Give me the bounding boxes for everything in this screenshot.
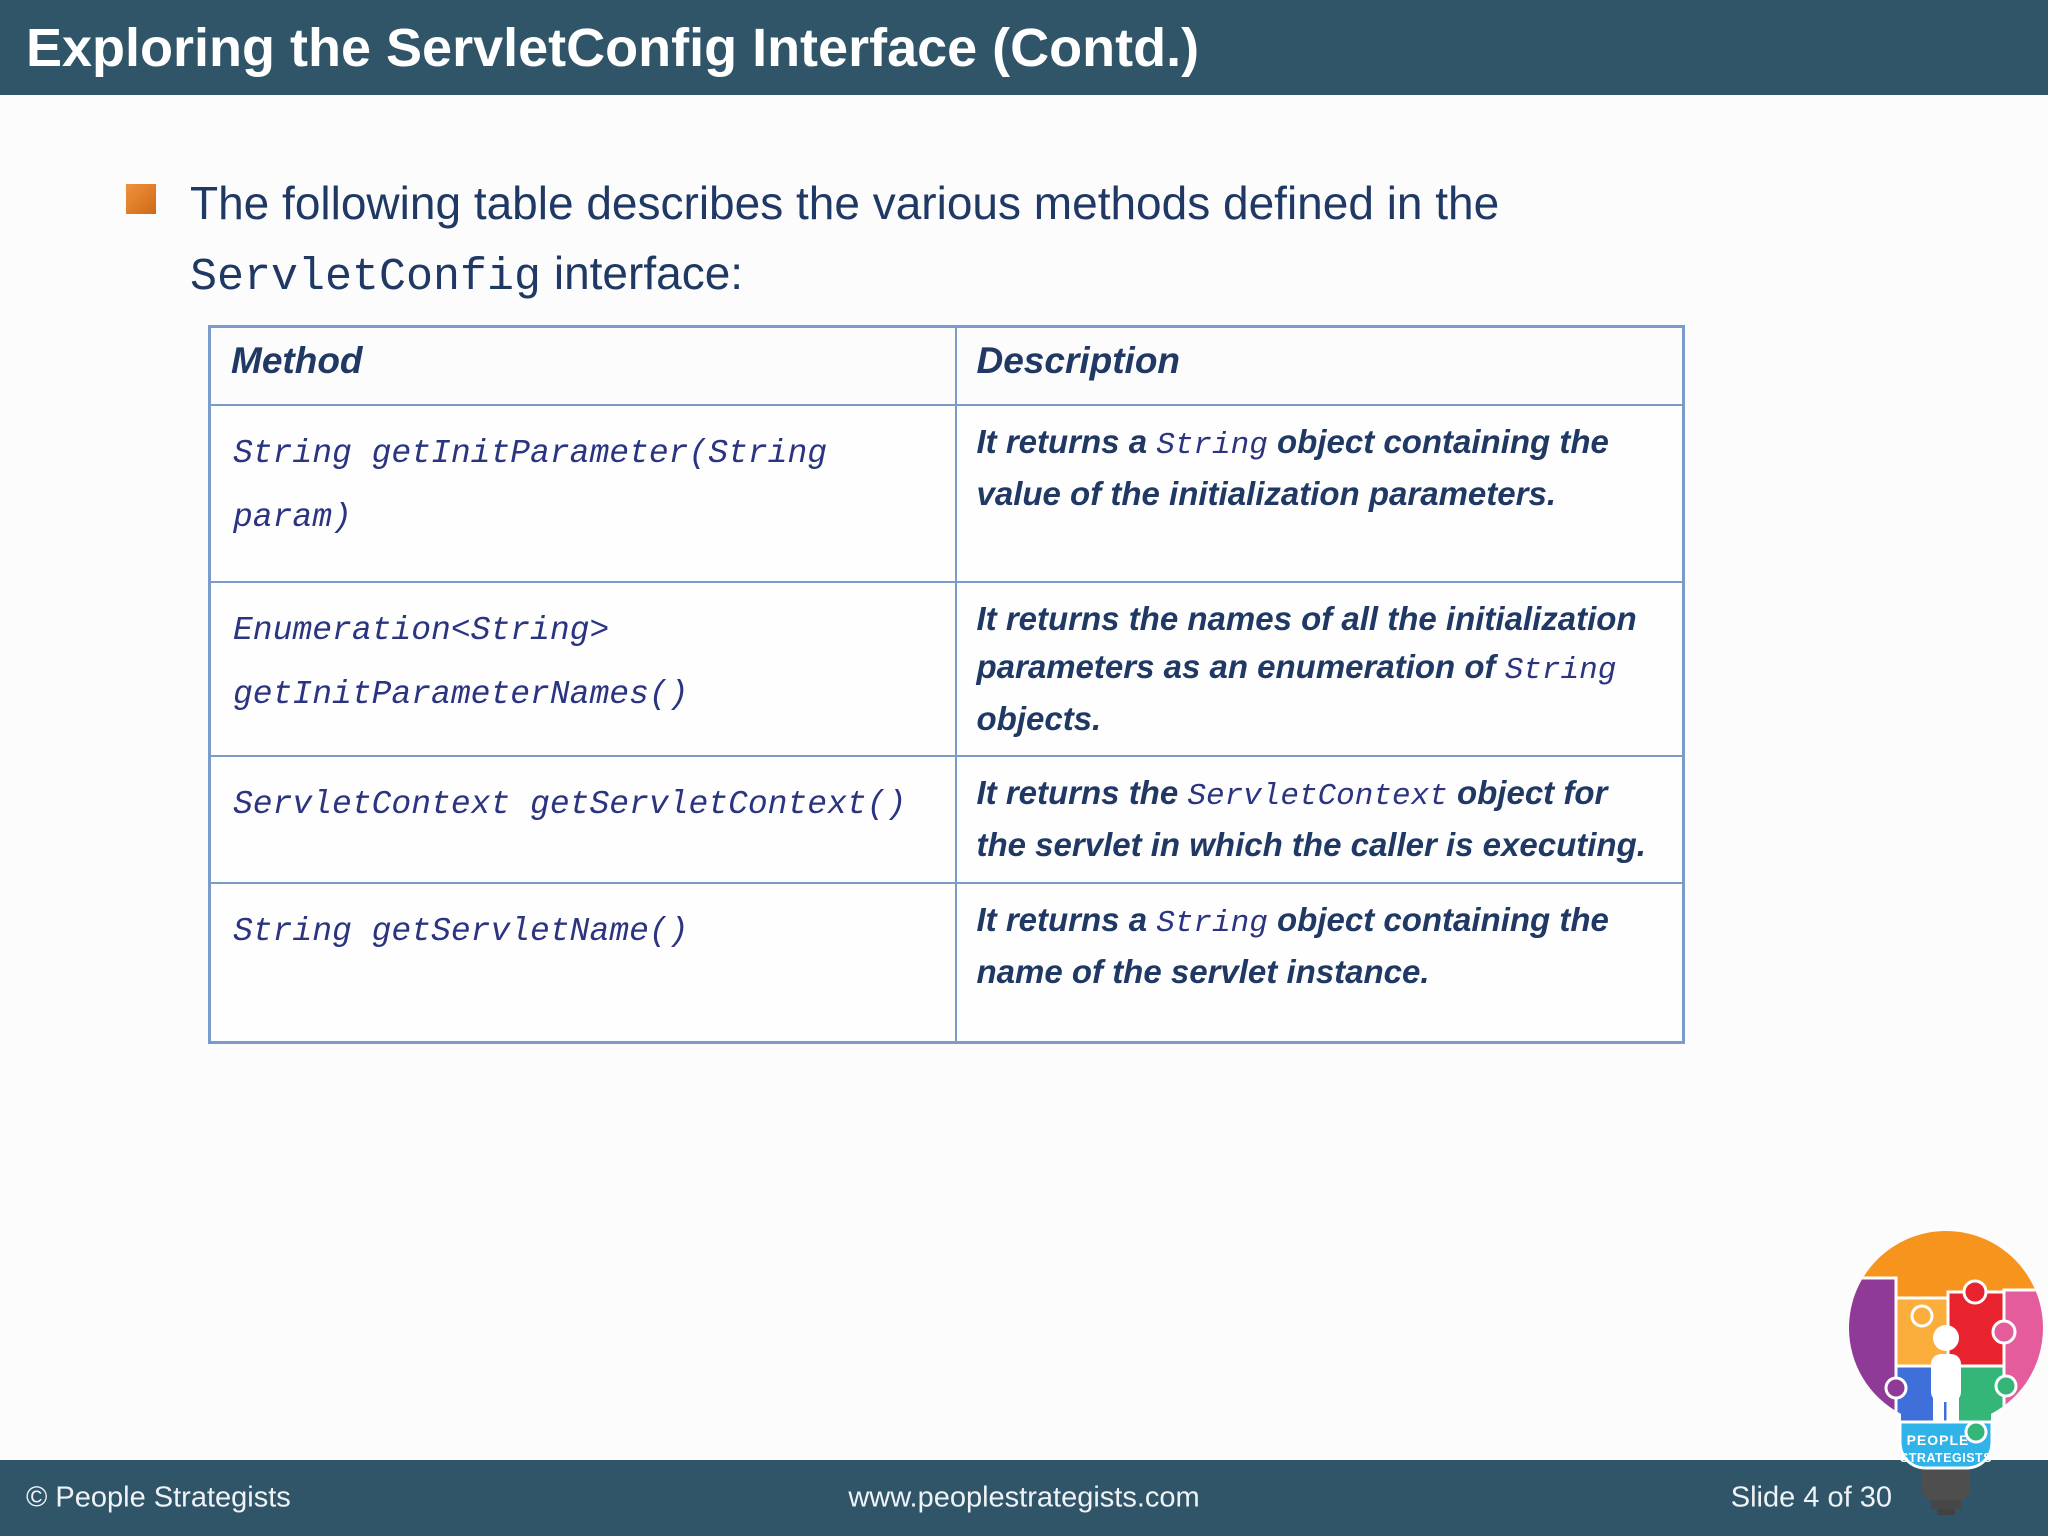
description-text: object containing the value of the initi… bbox=[976, 422, 1609, 512]
table-row: Enumeration<String> getInitParameterName… bbox=[208, 580, 1685, 757]
logo-socket bbox=[1922, 1470, 1970, 1515]
description-cell: It returns the ServletContext object for… bbox=[954, 754, 1685, 884]
method-cell: Enumeration<String> getInitParameterName… bbox=[208, 580, 957, 757]
table-header: Method Description bbox=[208, 325, 1685, 406]
bullet-text: The following table describes the variou… bbox=[190, 168, 1810, 313]
header-bar: Exploring the ServletConfig Interface (C… bbox=[0, 0, 2048, 95]
table-row: String getInitParameter(String param)It … bbox=[208, 403, 1685, 583]
bullet-line2-rest: interface: bbox=[541, 247, 744, 299]
logo-piece-pink bbox=[2002, 1288, 2043, 1420]
person-icon bbox=[1931, 1325, 1961, 1426]
description-cell: It returns a String object containing th… bbox=[954, 403, 1685, 583]
bullet-marker-icon bbox=[126, 184, 156, 214]
footer-website: www.peoplestrategists.com bbox=[848, 1481, 1200, 1514]
inline-code: String bbox=[1156, 427, 1268, 463]
description-text: It returns the bbox=[976, 773, 1188, 811]
inline-code: ServletConfig bbox=[190, 252, 542, 303]
description-text: object for the servlet in which the call… bbox=[976, 773, 1646, 863]
inline-code: String bbox=[1504, 652, 1617, 688]
column-header-method: Method bbox=[208, 325, 957, 406]
table-row: ServletContext getServletContext()It ret… bbox=[208, 754, 1685, 884]
description-text: objects. bbox=[976, 699, 1102, 737]
page-title: Exploring the ServletConfig Interface (C… bbox=[26, 17, 1200, 78]
footer-bar: © People Strategists www.peoplestrategis… bbox=[0, 1460, 2048, 1536]
logo-text-line1: PEOPLE bbox=[1907, 1432, 1970, 1448]
people-strategists-logo: PEOPLE STRATEGISTS bbox=[1849, 1231, 2043, 1515]
description-text: It returns a bbox=[976, 422, 1157, 460]
column-header-description: Description bbox=[954, 325, 1685, 406]
footer-copyright: © People Strategists bbox=[26, 1481, 291, 1514]
description-cell: It returns the names of all the initiali… bbox=[954, 580, 1685, 757]
method-cell: ServletContext getServletContext() bbox=[208, 754, 957, 884]
bullet-line2: ServletConfig interface: bbox=[190, 238, 1810, 313]
description-text: It returns a bbox=[976, 900, 1157, 938]
method-cell: String getInitParameter(String param) bbox=[208, 403, 957, 583]
logo-piece-purple bbox=[1849, 1276, 1898, 1426]
inline-code: ServletContext bbox=[1187, 778, 1448, 814]
method-cell: String getServletName() bbox=[208, 881, 957, 1044]
inline-code: String bbox=[1156, 905, 1268, 941]
table-header-row: Method Description bbox=[208, 325, 1685, 406]
table-row: String getServletName()It returns a Stri… bbox=[208, 881, 1685, 1044]
description-text: object containing the name of the servle… bbox=[976, 900, 1609, 990]
footer-slide-number: Slide 4 of 30 bbox=[1730, 1481, 1892, 1514]
bullet-line1: The following table describes the variou… bbox=[190, 177, 1500, 229]
methods-table: Method Description String getInitParamet… bbox=[208, 325, 1685, 1044]
description-text: It returns the names of all the initiali… bbox=[976, 599, 1637, 685]
table-body: String getInitParameter(String param)It … bbox=[208, 403, 1685, 1044]
logo-text-line2: STRATEGISTS bbox=[1900, 1451, 1992, 1465]
description-cell: It returns a String object containing th… bbox=[954, 881, 1685, 1044]
